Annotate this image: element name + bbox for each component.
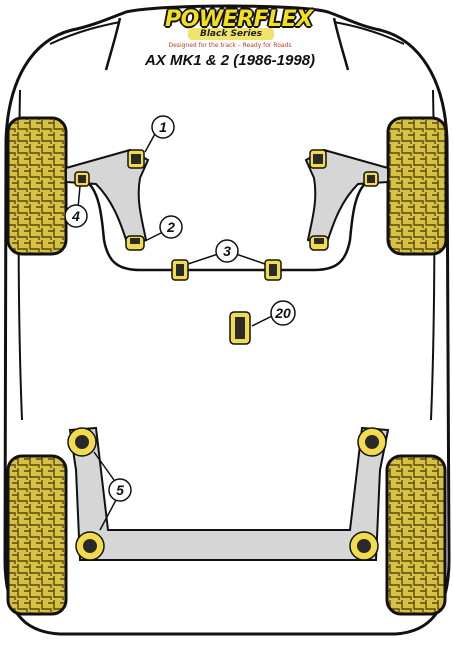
callout-3-label: 3 [223,243,231,259]
bush-20 [229,311,251,345]
rear-bush-top-left [67,427,97,457]
bush-2-right [309,235,329,251]
anti-roll-bar [83,178,371,272]
model-title: AX MK1 & 2 (1986-1998) [144,52,316,69]
bush-1-left [127,149,145,169]
callout-3: 3 [187,239,266,265]
bush-4-right [363,171,379,187]
bush-4-left [74,171,90,187]
rear-bush-bottom-right [349,531,379,561]
brand-tagline: Designed for the track – Ready for Roads [168,42,292,49]
callout-1-label: 1 [159,119,167,135]
bush-3-left [171,259,189,281]
bush-2-left [125,235,145,251]
rear-left-tyre [6,454,68,616]
bonnet-edge [49,21,405,45]
callout-2: 2 [144,215,183,242]
powerflex-logo: POWERFLEX [165,7,313,32]
bush-3-right [264,259,282,281]
rear-right-tyre [385,454,447,616]
rear-bush-top-right [357,427,387,457]
callout-5: 5 [93,451,132,531]
front-right-tyre [386,116,448,256]
callout-20: 20 [251,300,296,327]
callout-4: 4 [64,185,88,228]
front-left-tyre [6,116,68,256]
black-series-badge: Black Series [188,28,274,40]
callout-4-label: 4 [71,208,80,224]
windscreen-line [104,17,350,71]
callout-20-label: 20 [274,305,291,321]
bush-1-right [309,149,327,169]
callout-5-label: 5 [116,482,124,498]
rear-bush-bottom-left [75,531,105,561]
callout-1: 1 [144,115,175,153]
callout-2-label: 2 [166,219,175,235]
